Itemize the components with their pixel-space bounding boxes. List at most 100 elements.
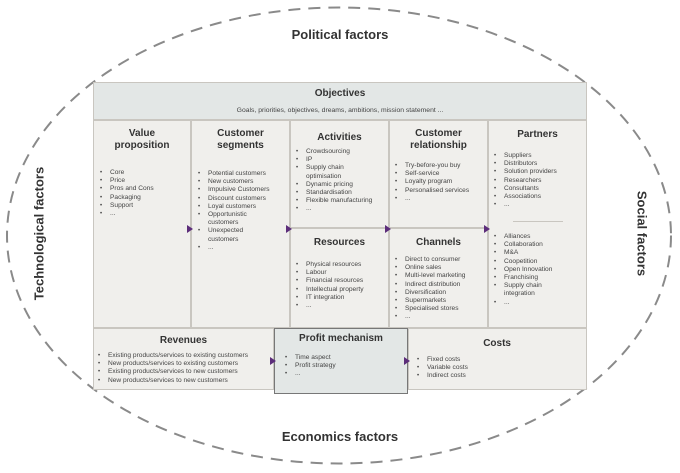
list-item: New customers	[196, 178, 289, 186]
partners-divider	[513, 221, 563, 222]
list-item: Pros and Cons	[98, 185, 190, 193]
list-item: Flexible manufacturing	[294, 197, 388, 205]
list-item: Existing products/services to existing c…	[96, 352, 273, 360]
list-item: Price	[98, 177, 190, 185]
list-item: Suppliers	[492, 152, 586, 160]
list-item: Open Innovation	[492, 266, 552, 274]
objectives-subtitle: Goals, priorities, objectives, dreams, a…	[236, 107, 444, 114]
profit-mechanism-box: Profit mechanism Time aspect Profit stra…	[274, 328, 408, 394]
list-item: Multi-level marketing	[393, 272, 487, 280]
technological-factors-label: Technological factors	[31, 166, 47, 301]
list-item: optimisation	[306, 172, 342, 180]
channels-title: Channels	[415, 237, 461, 248]
revenues-title: Revenues	[159, 335, 208, 346]
list-item: Variable costs	[415, 364, 586, 372]
value-proposition-title-line1: Value	[128, 128, 156, 139]
list-item: Labour	[294, 269, 388, 277]
list-item: M&A	[492, 249, 552, 257]
customer-segments-title: Customer segments	[192, 128, 289, 152]
activities-list: Crowdsourcing IP Supply chain optimisati…	[294, 148, 388, 214]
list-item: Impulsive Customers	[196, 186, 289, 194]
list-item: customers	[208, 235, 239, 243]
profit-mechanism-title: Profit mechanism	[299, 333, 383, 344]
value-proposition-list: Core Price Pros and Cons Packaging Suppo…	[98, 169, 190, 218]
revenues-list: Existing products/services to existing c…	[96, 352, 273, 385]
customer-relationship-title: Customer relationship	[390, 128, 487, 152]
arrow-right-icon	[404, 357, 410, 365]
list-item: Crowdsourcing	[294, 148, 388, 156]
list-item: IT integration	[294, 294, 388, 302]
economics-factors-label: Economics factors	[281, 429, 399, 444]
objectives-title: Objectives	[314, 88, 366, 99]
list-item: Indirect distribution	[393, 281, 487, 289]
partners-box: Partners Suppliers Distributors Solution…	[488, 120, 587, 328]
list-item: Opportunistic	[196, 211, 289, 219]
objectives-box: Objectives Goals, priorities, objectives…	[93, 82, 587, 120]
list-item: Collaboration	[492, 241, 552, 249]
activities-box: Activities Crowdsourcing IP Supply chain…	[290, 120, 389, 228]
list-item: Alliances	[492, 233, 552, 241]
list-item: ...	[294, 302, 388, 310]
list-item: Specialised stores	[393, 305, 487, 313]
list-item: Core	[98, 169, 190, 177]
list-item: New products/services to existing custom…	[96, 360, 273, 368]
partners-list-top: Suppliers Distributors Solution provider…	[492, 152, 586, 210]
list-item: Coopetition	[492, 258, 552, 266]
resources-title: Resources	[313, 237, 366, 248]
list-item: Associations	[492, 193, 586, 201]
list-item: ...	[196, 244, 289, 252]
list-item: Unexpected	[196, 227, 289, 235]
partners-title: Partners	[517, 129, 558, 140]
list-item: Direct to consumer	[393, 256, 487, 264]
list-item: Indirect costs	[415, 372, 586, 380]
list-item: Try-before-you buy	[393, 162, 487, 170]
list-item: Self-service	[393, 170, 487, 178]
list-item: Potential customers	[196, 170, 289, 178]
resources-list: Physical resources Labour Financial reso…	[294, 261, 388, 310]
arrow-right-icon	[484, 225, 490, 233]
customer-relationship-box: Customer relationship Try-before-you buy…	[389, 120, 488, 228]
environment-ellipse	[6, 6, 672, 465]
list-item: Profit strategy	[283, 362, 407, 370]
list-item: Physical resources	[294, 261, 388, 269]
customer-relationship-title-line2: relationship	[410, 140, 467, 151]
list-item: ...	[294, 205, 388, 213]
list-item: Franchising	[492, 274, 552, 282]
list-item: Supply chain	[492, 282, 552, 290]
list-item: ...	[393, 195, 487, 203]
list-item: ...	[283, 370, 407, 378]
list-item: ...	[393, 313, 487, 321]
resources-box: Resources Physical resources Labour Fina…	[290, 228, 389, 328]
revenues-box: Revenues Existing products/services to e…	[93, 328, 274, 390]
customer-segments-list: Potential customers New customers Impuls…	[196, 170, 289, 252]
list-item: Loyal customers	[196, 203, 289, 211]
list-item: Discount customers	[196, 195, 289, 203]
list-item: Loyalty program	[393, 178, 487, 186]
list-item: Time aspect	[283, 354, 407, 362]
list-item: IP	[294, 156, 388, 164]
channels-list: Direct to consumer Online sales Multi-le…	[393, 256, 487, 322]
list-item: ...	[492, 299, 552, 307]
list-item: Solution providers	[492, 168, 586, 176]
value-proposition-title-line2: proposition	[114, 140, 170, 151]
arrow-right-icon	[187, 225, 193, 233]
value-proposition-box: Value proposition Core Price Pros and Co…	[93, 120, 191, 328]
value-proposition-title: Value proposition	[94, 128, 190, 152]
list-item: Personalised services	[393, 187, 487, 195]
list-item: ...	[98, 210, 190, 218]
list-item: Existing products/services to new custom…	[96, 368, 273, 376]
customer-segments-title-line2: segments	[217, 140, 264, 151]
partners-list-bottom: Alliances Collaboration M&A Coopetition …	[492, 233, 552, 307]
arrow-right-icon	[286, 225, 292, 233]
costs-box: Costs Fixed costs Variable costs Indirec…	[408, 328, 587, 390]
channels-box: Channels Direct to consumer Online sales…	[389, 228, 488, 328]
social-factors-label: Social factors	[634, 190, 650, 277]
political-factors-label: Political factors	[291, 27, 389, 42]
list-item: ...	[492, 201, 586, 209]
customer-segments-title-line1: Customer	[217, 128, 264, 139]
list-item: Researchers	[492, 177, 586, 185]
list-item: Support	[98, 202, 190, 210]
list-item: Diversification	[393, 289, 487, 297]
customer-segments-box: Customer segments Potential customers Ne…	[191, 120, 290, 328]
list-item: Supply chain	[294, 164, 388, 172]
